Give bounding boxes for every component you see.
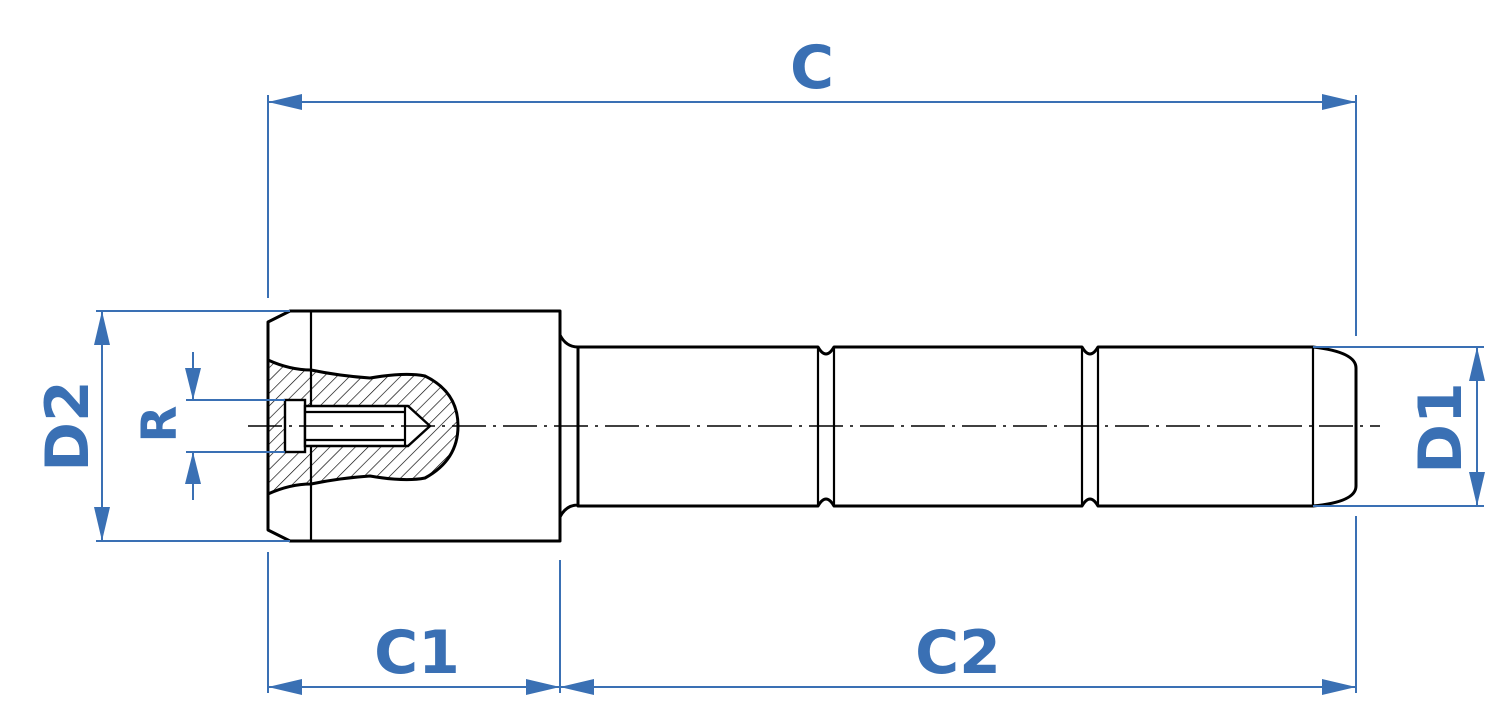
dimension-c: C — [267, 33, 1357, 336]
dimension-c1-c2: C1 C2 — [267, 516, 1357, 695]
dimension-c-label: C — [790, 33, 834, 103]
dimension-d1-label: D1 — [1406, 382, 1476, 474]
dimension-r: R — [132, 352, 285, 500]
dimension-c1-label: C1 — [374, 618, 460, 688]
dimension-c2-label: C2 — [915, 618, 1001, 688]
dimension-d1: D1 — [1313, 346, 1485, 507]
dimension-r-label: R — [132, 406, 188, 443]
dimension-d2: D2 — [33, 310, 290, 542]
dimension-d2-label: D2 — [33, 380, 103, 472]
